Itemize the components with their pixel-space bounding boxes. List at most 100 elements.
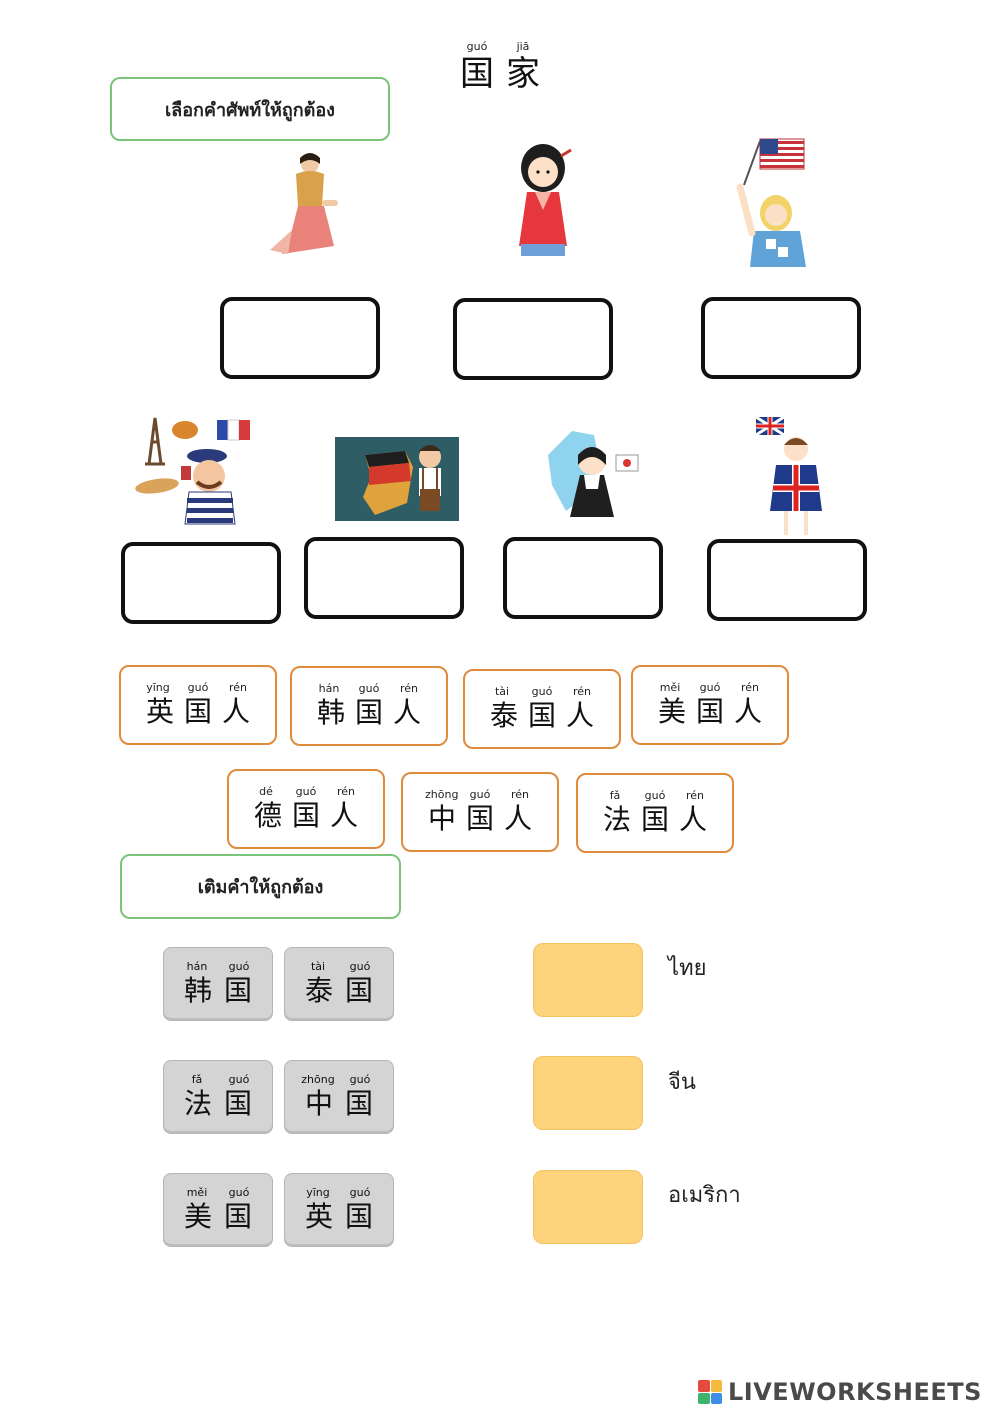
card-pinyin: dé xyxy=(259,785,273,798)
tile-pinyin: guó xyxy=(349,1073,371,1086)
logo-text: LIVEWORKSHEETS xyxy=(728,1378,982,1406)
card-hanzi: 人 xyxy=(678,803,707,836)
instruction-fill-words: เติมคำให้ถูกต้อง xyxy=(120,854,401,919)
card-pinyin: rén xyxy=(399,682,419,695)
card-hanzi: 人 xyxy=(329,799,358,832)
tile-pinyin: guó xyxy=(228,960,250,973)
tile-hanzi: 法 xyxy=(183,1087,212,1120)
card-hanzi: 韩 xyxy=(316,696,345,729)
logo-mark-icon xyxy=(698,1380,722,1404)
card-pinyin: guó xyxy=(531,685,553,698)
tile-hanzi: 国 xyxy=(344,1200,373,1233)
tile-pinyin: hán xyxy=(186,960,208,973)
card-hanzi: 人 xyxy=(733,695,762,728)
tile-yingguo[interactable]: yīng guó 英国 xyxy=(284,1173,394,1247)
tile-hanzi: 泰 xyxy=(304,974,333,1007)
card-hanzi: 国 xyxy=(640,803,669,836)
tile-hanzi: 国 xyxy=(344,974,373,1007)
answer-box-7[interactable] xyxy=(707,539,867,621)
korean-girl-icon xyxy=(548,431,639,517)
card-pinyin: guó xyxy=(469,788,491,801)
answer-box-2[interactable] xyxy=(453,298,613,380)
title-pinyin-2: jiā xyxy=(516,40,530,53)
card-hanzi: 中 xyxy=(427,802,456,835)
answer-box-3[interactable] xyxy=(701,297,861,379)
tile-pinyin: fǎ xyxy=(191,1073,203,1086)
card-pinyin: rén xyxy=(336,785,356,798)
thai-woman-icon xyxy=(270,153,338,254)
american-woman-icon xyxy=(736,138,806,267)
title-hanzi-1: 国 xyxy=(460,54,494,94)
card-pinyin: měi xyxy=(659,681,681,694)
card-pinyin: tài xyxy=(494,685,510,698)
card-pinyin: yīng xyxy=(146,681,170,694)
word-card-faguoren[interactable]: fǎ guó rén 法国人 xyxy=(576,773,734,853)
tile-pinyin: tài xyxy=(310,960,326,973)
card-pinyin: hán xyxy=(318,682,340,695)
tile-pinyin: yīng xyxy=(306,1186,330,1199)
chinese-girl-icon xyxy=(519,144,572,256)
french-man-icon xyxy=(135,417,250,525)
card-hanzi: 国 xyxy=(291,799,320,832)
card-hanzi: 人 xyxy=(221,695,250,728)
answer-box-5[interactable] xyxy=(304,537,464,619)
german-boy-icon xyxy=(335,437,459,521)
fill-label-china: จีน xyxy=(668,1070,696,1095)
card-pinyin: fǎ xyxy=(609,789,621,802)
card-hanzi: 人 xyxy=(565,699,594,732)
card-pinyin: guó xyxy=(644,789,666,802)
tile-hanzi: 中 xyxy=(304,1087,333,1120)
answer-box-1[interactable] xyxy=(220,297,380,379)
card-pinyin: guó xyxy=(295,785,317,798)
word-card-hanguoren[interactable]: hán guó rén 韩国人 xyxy=(290,666,448,746)
tile-hanzi: 国 xyxy=(344,1087,373,1120)
card-pinyin: rén xyxy=(740,681,760,694)
card-pinyin: rén xyxy=(510,788,530,801)
drop-slot-2[interactable] xyxy=(533,1056,643,1130)
instruction-text: เติมคำให้ถูกต้อง xyxy=(197,877,324,898)
tile-pinyin: guó xyxy=(228,1073,250,1086)
drop-slot-1[interactable] xyxy=(533,943,643,1017)
tile-pinyin: guó xyxy=(228,1186,250,1199)
card-hanzi: 德 xyxy=(253,799,282,832)
card-hanzi: 法 xyxy=(602,803,631,836)
word-card-meiguoren[interactable]: měi guó rén 美国人 xyxy=(631,665,789,745)
card-hanzi: 英 xyxy=(145,695,174,728)
british-girl-icon xyxy=(755,415,822,535)
card-hanzi: 人 xyxy=(392,696,421,729)
card-hanzi: 泰 xyxy=(489,699,518,732)
word-card-deguoren[interactable]: dé guó rén 德国人 xyxy=(227,769,385,849)
card-hanzi: 国 xyxy=(465,802,494,835)
card-hanzi: 国 xyxy=(695,695,724,728)
fill-label-america: อเมริกา xyxy=(668,1183,741,1208)
card-pinyin: zhōng xyxy=(425,788,459,801)
tile-pinyin: guó xyxy=(349,1186,371,1199)
tile-pinyin: guó xyxy=(349,960,371,973)
card-pinyin: guó xyxy=(358,682,380,695)
card-hanzi: 国 xyxy=(354,696,383,729)
card-pinyin: guó xyxy=(187,681,209,694)
card-hanzi: 国 xyxy=(183,695,212,728)
card-pinyin: rén xyxy=(685,789,705,802)
tile-taiguo[interactable]: tài guó 泰国 xyxy=(284,947,394,1021)
tile-hanzi: 英 xyxy=(304,1200,333,1233)
title-hanzi-2: 家 xyxy=(506,54,540,94)
drop-slot-3[interactable] xyxy=(533,1170,643,1244)
answer-box-6[interactable] xyxy=(503,537,663,619)
card-pinyin: guó xyxy=(699,681,721,694)
tile-pinyin: měi xyxy=(186,1186,208,1199)
liveworksheets-logo[interactable]: LIVEWORKSHEETS xyxy=(698,1378,982,1406)
instruction-select-vocab: เลือกคำศัพท์ให้ถูกต้อง xyxy=(110,77,390,141)
tile-hanzi: 国 xyxy=(223,974,252,1007)
tile-hanzi: 国 xyxy=(223,1200,252,1233)
answer-box-4[interactable] xyxy=(121,542,281,624)
page-title: guó jiā 国 家 xyxy=(440,40,560,94)
card-hanzi: 美 xyxy=(657,695,686,728)
